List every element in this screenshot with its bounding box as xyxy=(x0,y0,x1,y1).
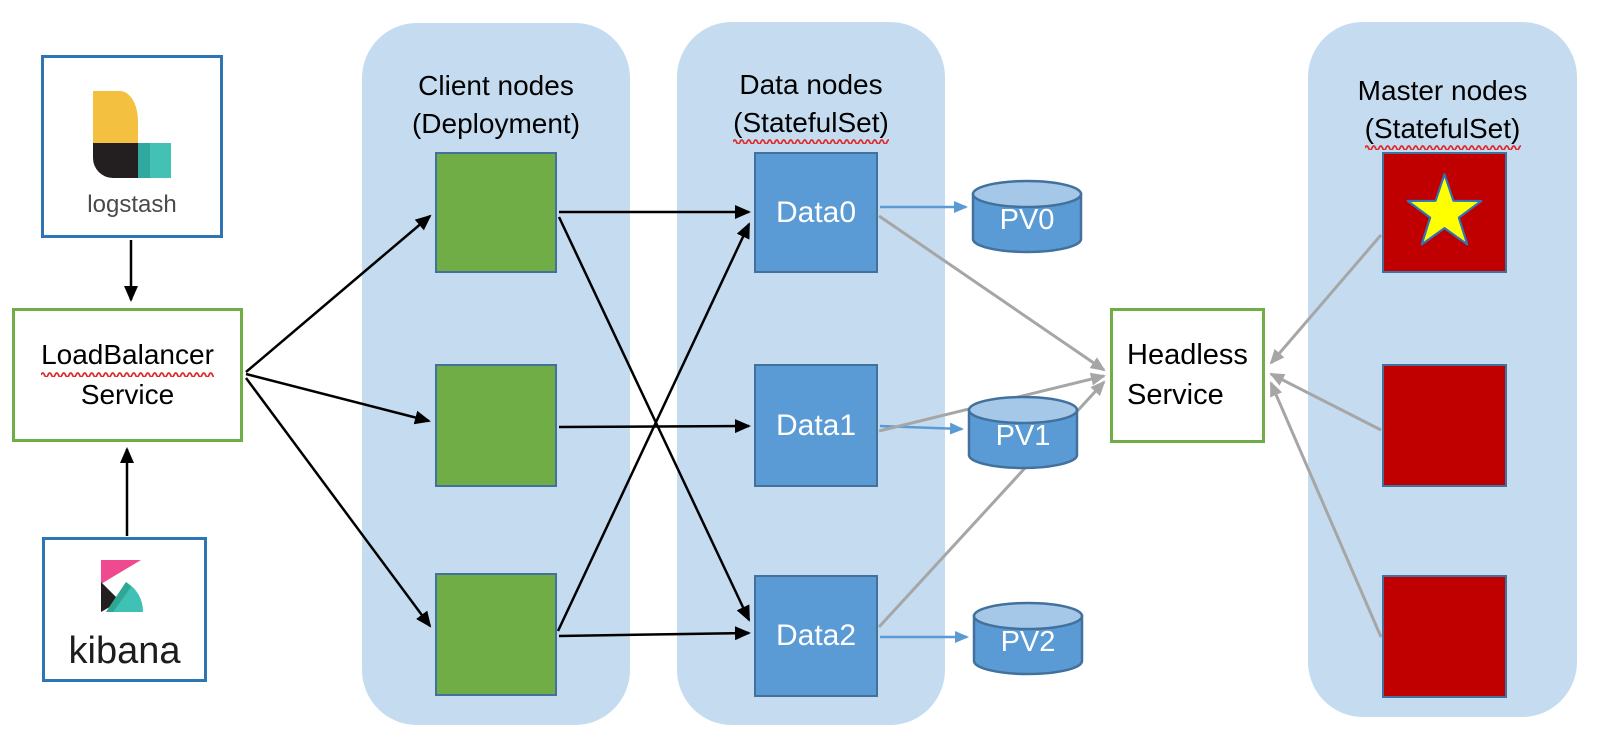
data-node-0-label: Data0 xyxy=(775,195,857,229)
star-icon xyxy=(1406,173,1483,246)
client-nodes-title: Client nodes (Deployment) xyxy=(362,67,630,143)
pv0-label: PV0 xyxy=(999,204,1055,236)
logstash-box: logstash xyxy=(41,55,223,238)
headless-line1: Headless xyxy=(1127,339,1248,371)
data-node-1: Data1 xyxy=(754,364,878,487)
data-nodes-title-line2: (StatefulSet) xyxy=(677,104,945,144)
data-node-1-label: Data1 xyxy=(775,408,857,442)
master-node-0-leader xyxy=(1382,152,1507,273)
logstash-label: logstash xyxy=(87,191,177,218)
spellcheck-squiggle xyxy=(733,139,890,144)
pv2-label: PV2 xyxy=(1000,626,1056,658)
loadbalancer-service-box: LoadBalancer Service xyxy=(12,308,243,442)
master-node-1 xyxy=(1382,364,1507,487)
pv2-cylinder: PV2 xyxy=(972,600,1084,676)
arrow-master0-to-headless xyxy=(1269,234,1383,365)
headless-line2: Service xyxy=(1127,379,1224,411)
cylinder-icon xyxy=(971,179,1083,254)
arrow-client0-to-data2 xyxy=(557,216,751,622)
cylinder-icon xyxy=(972,601,1084,676)
arrow-loadbalancer-to-client0 xyxy=(245,214,432,373)
arrow-master2-to-headless xyxy=(1269,381,1383,638)
logstash-icon-teal xyxy=(150,143,171,178)
master-node-2 xyxy=(1382,575,1507,698)
kibana-label: kibana xyxy=(68,630,181,672)
data-nodes-title: Data nodes (StatefulSet) xyxy=(677,66,945,144)
arrow-master1-to-headless xyxy=(1269,372,1382,432)
arrow-client2-to-data2 xyxy=(558,626,751,641)
data-nodes-title-line1: Data nodes xyxy=(739,69,883,100)
arrow-client2-to-data0 xyxy=(556,222,751,632)
kibana-icon xyxy=(101,560,143,612)
pv1-label: PV1 xyxy=(995,420,1051,452)
client-nodes-title-line1: Client nodes xyxy=(418,70,574,101)
spellcheck-squiggle xyxy=(1364,145,1521,150)
loadbalancer-line1: LoadBalancer xyxy=(15,335,240,377)
spellcheck-squiggle xyxy=(41,372,215,377)
data-node-0: Data0 xyxy=(754,152,878,273)
logstash-icon-yellow xyxy=(93,91,138,143)
master-nodes-title-line2: (StatefulSet) xyxy=(1308,110,1577,150)
master-nodes-title-line1: Master nodes xyxy=(1357,75,1528,106)
arrow-loadbalancer-to-client1 xyxy=(245,372,431,425)
client-node-1 xyxy=(435,364,557,487)
pv0-cylinder: PV0 xyxy=(971,178,1083,254)
arrow-data0-to-headless xyxy=(878,214,1106,372)
loadbalancer-line2: Service xyxy=(80,379,175,410)
client-node-0 xyxy=(435,152,557,273)
master-nodes-title: Master nodes (StatefulSet) xyxy=(1308,72,1577,150)
pv1-cylinder: PV1 xyxy=(967,394,1079,470)
data-node-2: Data2 xyxy=(754,575,878,697)
logstash-icon-teal-dark xyxy=(138,143,150,178)
kibana-box: kibana xyxy=(42,537,207,682)
headless-service-box: Headless Service xyxy=(1110,308,1265,443)
cylinder-icon xyxy=(967,395,1079,470)
data-node-2-label: Data2 xyxy=(775,619,857,652)
arrow-loadbalancer-to-client2 xyxy=(244,377,432,628)
logstash-icon-black xyxy=(93,143,138,178)
client-nodes-title-line2: (Deployment) xyxy=(411,108,581,139)
client-node-2 xyxy=(435,573,557,696)
